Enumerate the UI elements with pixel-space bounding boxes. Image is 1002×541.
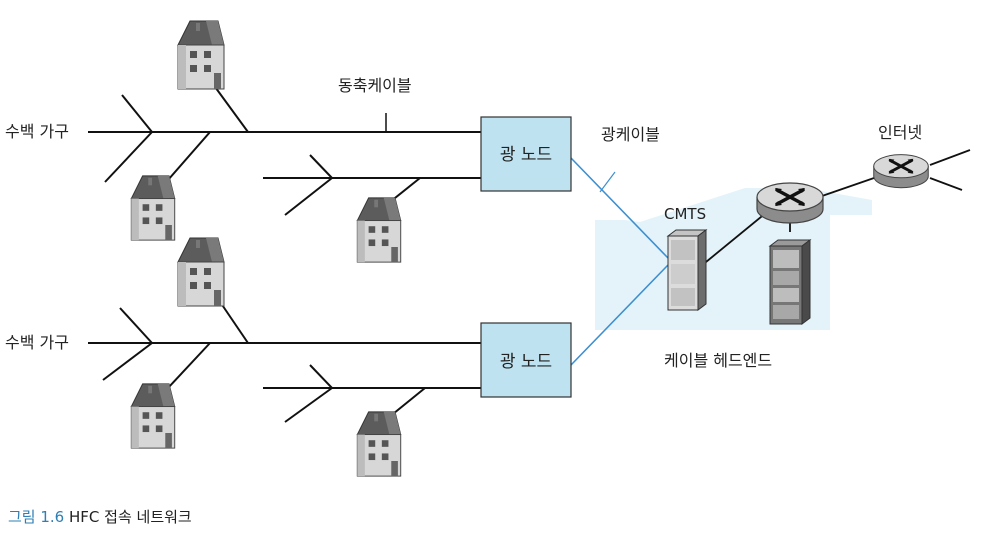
fiber-node-top-label: 광 노드 bbox=[500, 145, 552, 165]
figure-number: 그림 1.6 bbox=[8, 508, 65, 526]
house-icon bbox=[130, 175, 176, 241]
house-icon bbox=[177, 237, 225, 307]
cmts-label: CMTS bbox=[664, 205, 706, 223]
router-icon bbox=[755, 181, 825, 225]
house-icon bbox=[356, 197, 402, 263]
households-top-label: 수백 가구 bbox=[5, 122, 69, 141]
fiber-node-bottom bbox=[480, 322, 572, 398]
headend-area bbox=[595, 188, 872, 330]
server-icon bbox=[769, 239, 811, 325]
house-icon bbox=[130, 383, 176, 449]
fiber-links bbox=[570, 157, 669, 366]
headend-label: 케이블 헤드엔드 bbox=[664, 351, 772, 370]
households-bottom-label: 수백 가구 bbox=[5, 333, 69, 352]
house-icon bbox=[356, 411, 402, 477]
cmts-icon bbox=[667, 229, 707, 311]
internet-label: 인터넷 bbox=[878, 123, 922, 142]
figure-caption: 그림 1.6 HFC 접속 네트워크 bbox=[8, 506, 192, 527]
fiber-node-top bbox=[480, 116, 572, 192]
router-icon bbox=[872, 153, 930, 190]
house-icon bbox=[177, 20, 225, 90]
fiber-node-bottom-label: 광 노드 bbox=[500, 352, 552, 372]
fiber-cable-label: 광케이블 bbox=[601, 125, 660, 144]
coax-cable-label: 동축케이블 bbox=[338, 76, 412, 95]
figure-title: HFC 접속 네트워크 bbox=[69, 508, 192, 526]
